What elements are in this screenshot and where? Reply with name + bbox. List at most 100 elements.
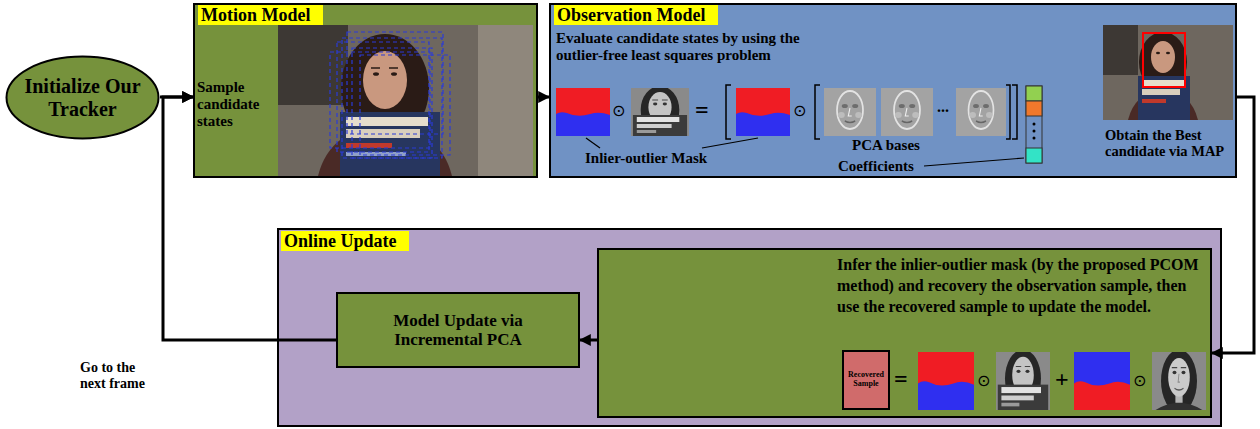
operator-symbol: +	[1055, 366, 1069, 393]
text-slot: Sample candidate states	[197, 79, 277, 129]
book-band	[1142, 99, 1166, 103]
text-slot: Motion Model	[198, 5, 323, 25]
text-slot: PCA bases	[852, 137, 920, 154]
sweater	[318, 126, 452, 176]
operator-symbol: =	[695, 97, 709, 124]
face	[363, 51, 407, 109]
ellipsis: ...	[937, 98, 949, 116]
text-slot: Evaluate candidate states by using the o…	[556, 30, 818, 63]
bracket	[815, 85, 820, 139]
ellipsis-dot	[1033, 130, 1036, 133]
pca-basis	[956, 88, 1006, 136]
face	[1151, 41, 1175, 73]
candidate-box	[347, 32, 443, 134]
process-box: Infer the inlier-outlier mask (by the pr…	[597, 248, 1212, 418]
leader-line	[586, 138, 600, 148]
text-slot: ...	[937, 98, 949, 116]
text-slot: Obtain the Best candidate via MAP	[1105, 128, 1225, 160]
observed-face	[996, 350, 1050, 410]
text-slot: Infer the inlier-outlier mask (by the pr…	[837, 255, 1205, 317]
coefficient-vector	[1026, 86, 1042, 163]
book-band	[346, 129, 420, 138]
inlier-outlier-mask	[918, 352, 974, 410]
reconstructed-face	[1152, 350, 1206, 413]
eye	[373, 72, 379, 76]
candidate-box	[360, 55, 450, 155]
hair	[341, 34, 429, 142]
text-slot: ⊙	[1133, 372, 1146, 390]
leader-line	[924, 158, 1024, 166]
book	[340, 112, 440, 176]
stage-panel: Online UpdateModel Update via Incrementa…	[277, 228, 1222, 427]
operator-symbol: ⊙	[793, 102, 806, 120]
photo-shadow	[278, 25, 348, 105]
panel-title: Online Update	[281, 231, 409, 251]
result-photo	[1103, 25, 1233, 120]
text-slot: Observation Model	[554, 5, 718, 25]
brow	[371, 67, 398, 69]
node-text: Infer the inlier-outlier mask (by the pr…	[837, 255, 1205, 317]
edge-label: Go to the next frame	[80, 360, 158, 391]
part-label: Inlier-outlier Mask	[585, 150, 707, 167]
book-band	[346, 117, 428, 126]
text-slot: Online Update	[281, 231, 409, 251]
node-text: Initialize Our Tracker	[17, 75, 149, 120]
text-slot: +	[1055, 366, 1069, 393]
candidate-box	[337, 42, 429, 152]
coefficient-cell	[1026, 101, 1042, 116]
text-slot: =	[894, 366, 908, 393]
sample-box: Recovered Sample	[842, 350, 890, 410]
panel-note: Obtain the Best candidate via MAP	[1105, 128, 1225, 160]
book-band	[346, 152, 406, 156]
text-slot: ⊙	[977, 372, 990, 390]
flow-arrow	[580, 339, 597, 342]
book-band	[1142, 89, 1180, 95]
bracket	[1012, 85, 1017, 139]
sweater	[1128, 90, 1198, 120]
observation-equation	[556, 85, 1042, 166]
candidate-box	[330, 52, 430, 148]
pca-basis	[824, 88, 876, 136]
text-slot: =	[695, 97, 709, 124]
stage-panel: Motion ModelSample candidate states	[193, 3, 538, 178]
photo-ground	[278, 25, 533, 176]
book-band	[346, 143, 392, 148]
text-slot: Coefficients	[838, 158, 914, 175]
leader-line	[702, 138, 758, 148]
eye	[1166, 52, 1170, 54]
book-band	[1142, 80, 1184, 86]
panel-note: Sample candidate states	[197, 79, 277, 129]
candidate-box	[342, 38, 442, 158]
candidate-boxes	[330, 32, 450, 158]
operator-symbol: =	[894, 366, 908, 393]
scene-photo	[278, 25, 533, 176]
flow-arrow	[163, 97, 336, 340]
coefficient-cell	[1026, 86, 1042, 101]
operator-symbol: ⊙	[977, 372, 990, 390]
coefficient-cell	[1026, 148, 1042, 163]
process-box: Model Update via Incremental PCA	[336, 292, 580, 368]
hair	[1139, 32, 1187, 92]
pca-basis	[881, 88, 933, 136]
start-oval: Initialize Our Tracker	[5, 55, 160, 140]
bracket	[726, 85, 731, 139]
panel-note: Evaluate candidate states by using the o…	[556, 30, 818, 63]
text-slot: ⊙	[612, 102, 625, 120]
best-box	[1143, 33, 1185, 87]
ellipsis-dot	[1033, 137, 1036, 140]
recovery-equation	[918, 350, 1206, 413]
text-slot: Initialize Our Tracker	[5, 55, 160, 140]
flow-arrow	[538, 96, 549, 99]
eye	[1156, 52, 1160, 54]
panel-title: Motion Model	[198, 5, 323, 25]
inlier-outlier-mask	[556, 88, 610, 136]
observed-face	[631, 86, 689, 136]
candidate-box	[352, 48, 432, 158]
flow-arrow	[160, 96, 193, 99]
part-label: Coefficients	[838, 158, 914, 175]
